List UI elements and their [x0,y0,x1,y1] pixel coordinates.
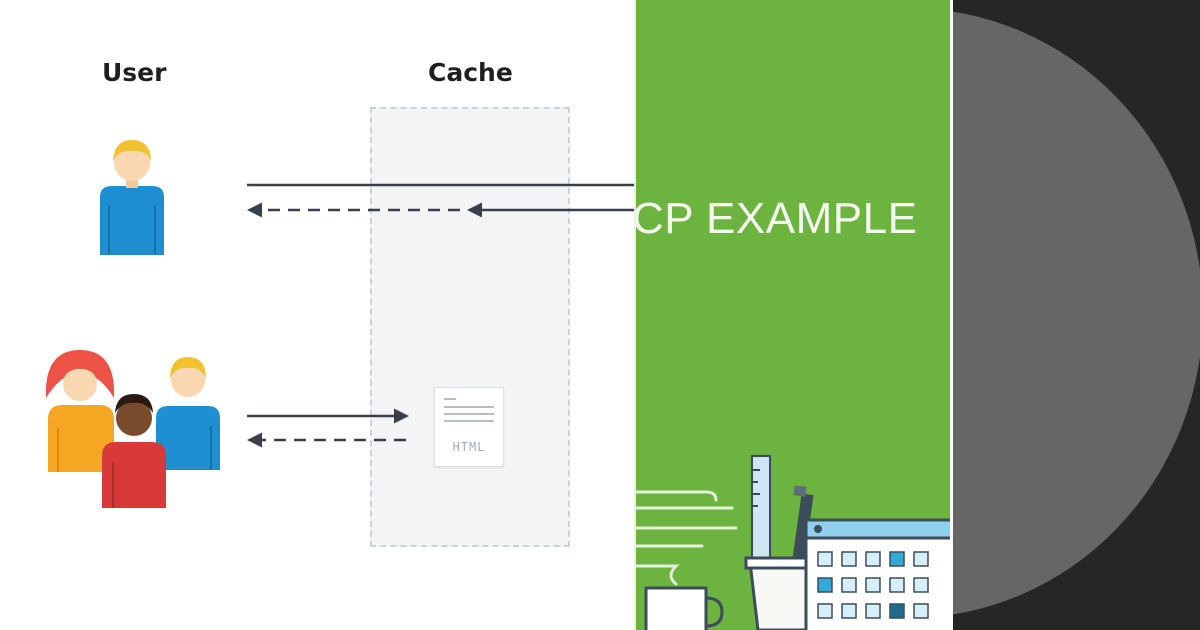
request-arrows-group [247,408,409,448]
speed-lines [636,490,738,586]
calendar-icon [804,518,950,630]
pen-icon [790,485,814,575]
group-of-users-icon [45,350,220,508]
user-column-label: User [102,58,167,87]
desk-illustration [636,455,950,630]
green-banner: CP EXAMPLE [634,0,950,630]
diagram-graphics [45,140,634,508]
single-user-icon [100,140,164,255]
cache-diagram: User Cache [0,0,634,630]
banner-title: CP EXAMPLE [634,194,918,243]
html-document-label: HTML [452,440,486,454]
cache-container [370,107,570,547]
gray-circle-shape [953,8,1200,618]
mug-icon [644,586,724,630]
request-arrows-single [247,183,634,218]
cache-column-label: Cache [428,58,513,87]
dark-panel [950,0,1200,630]
html-document-icon: HTML [434,387,504,467]
